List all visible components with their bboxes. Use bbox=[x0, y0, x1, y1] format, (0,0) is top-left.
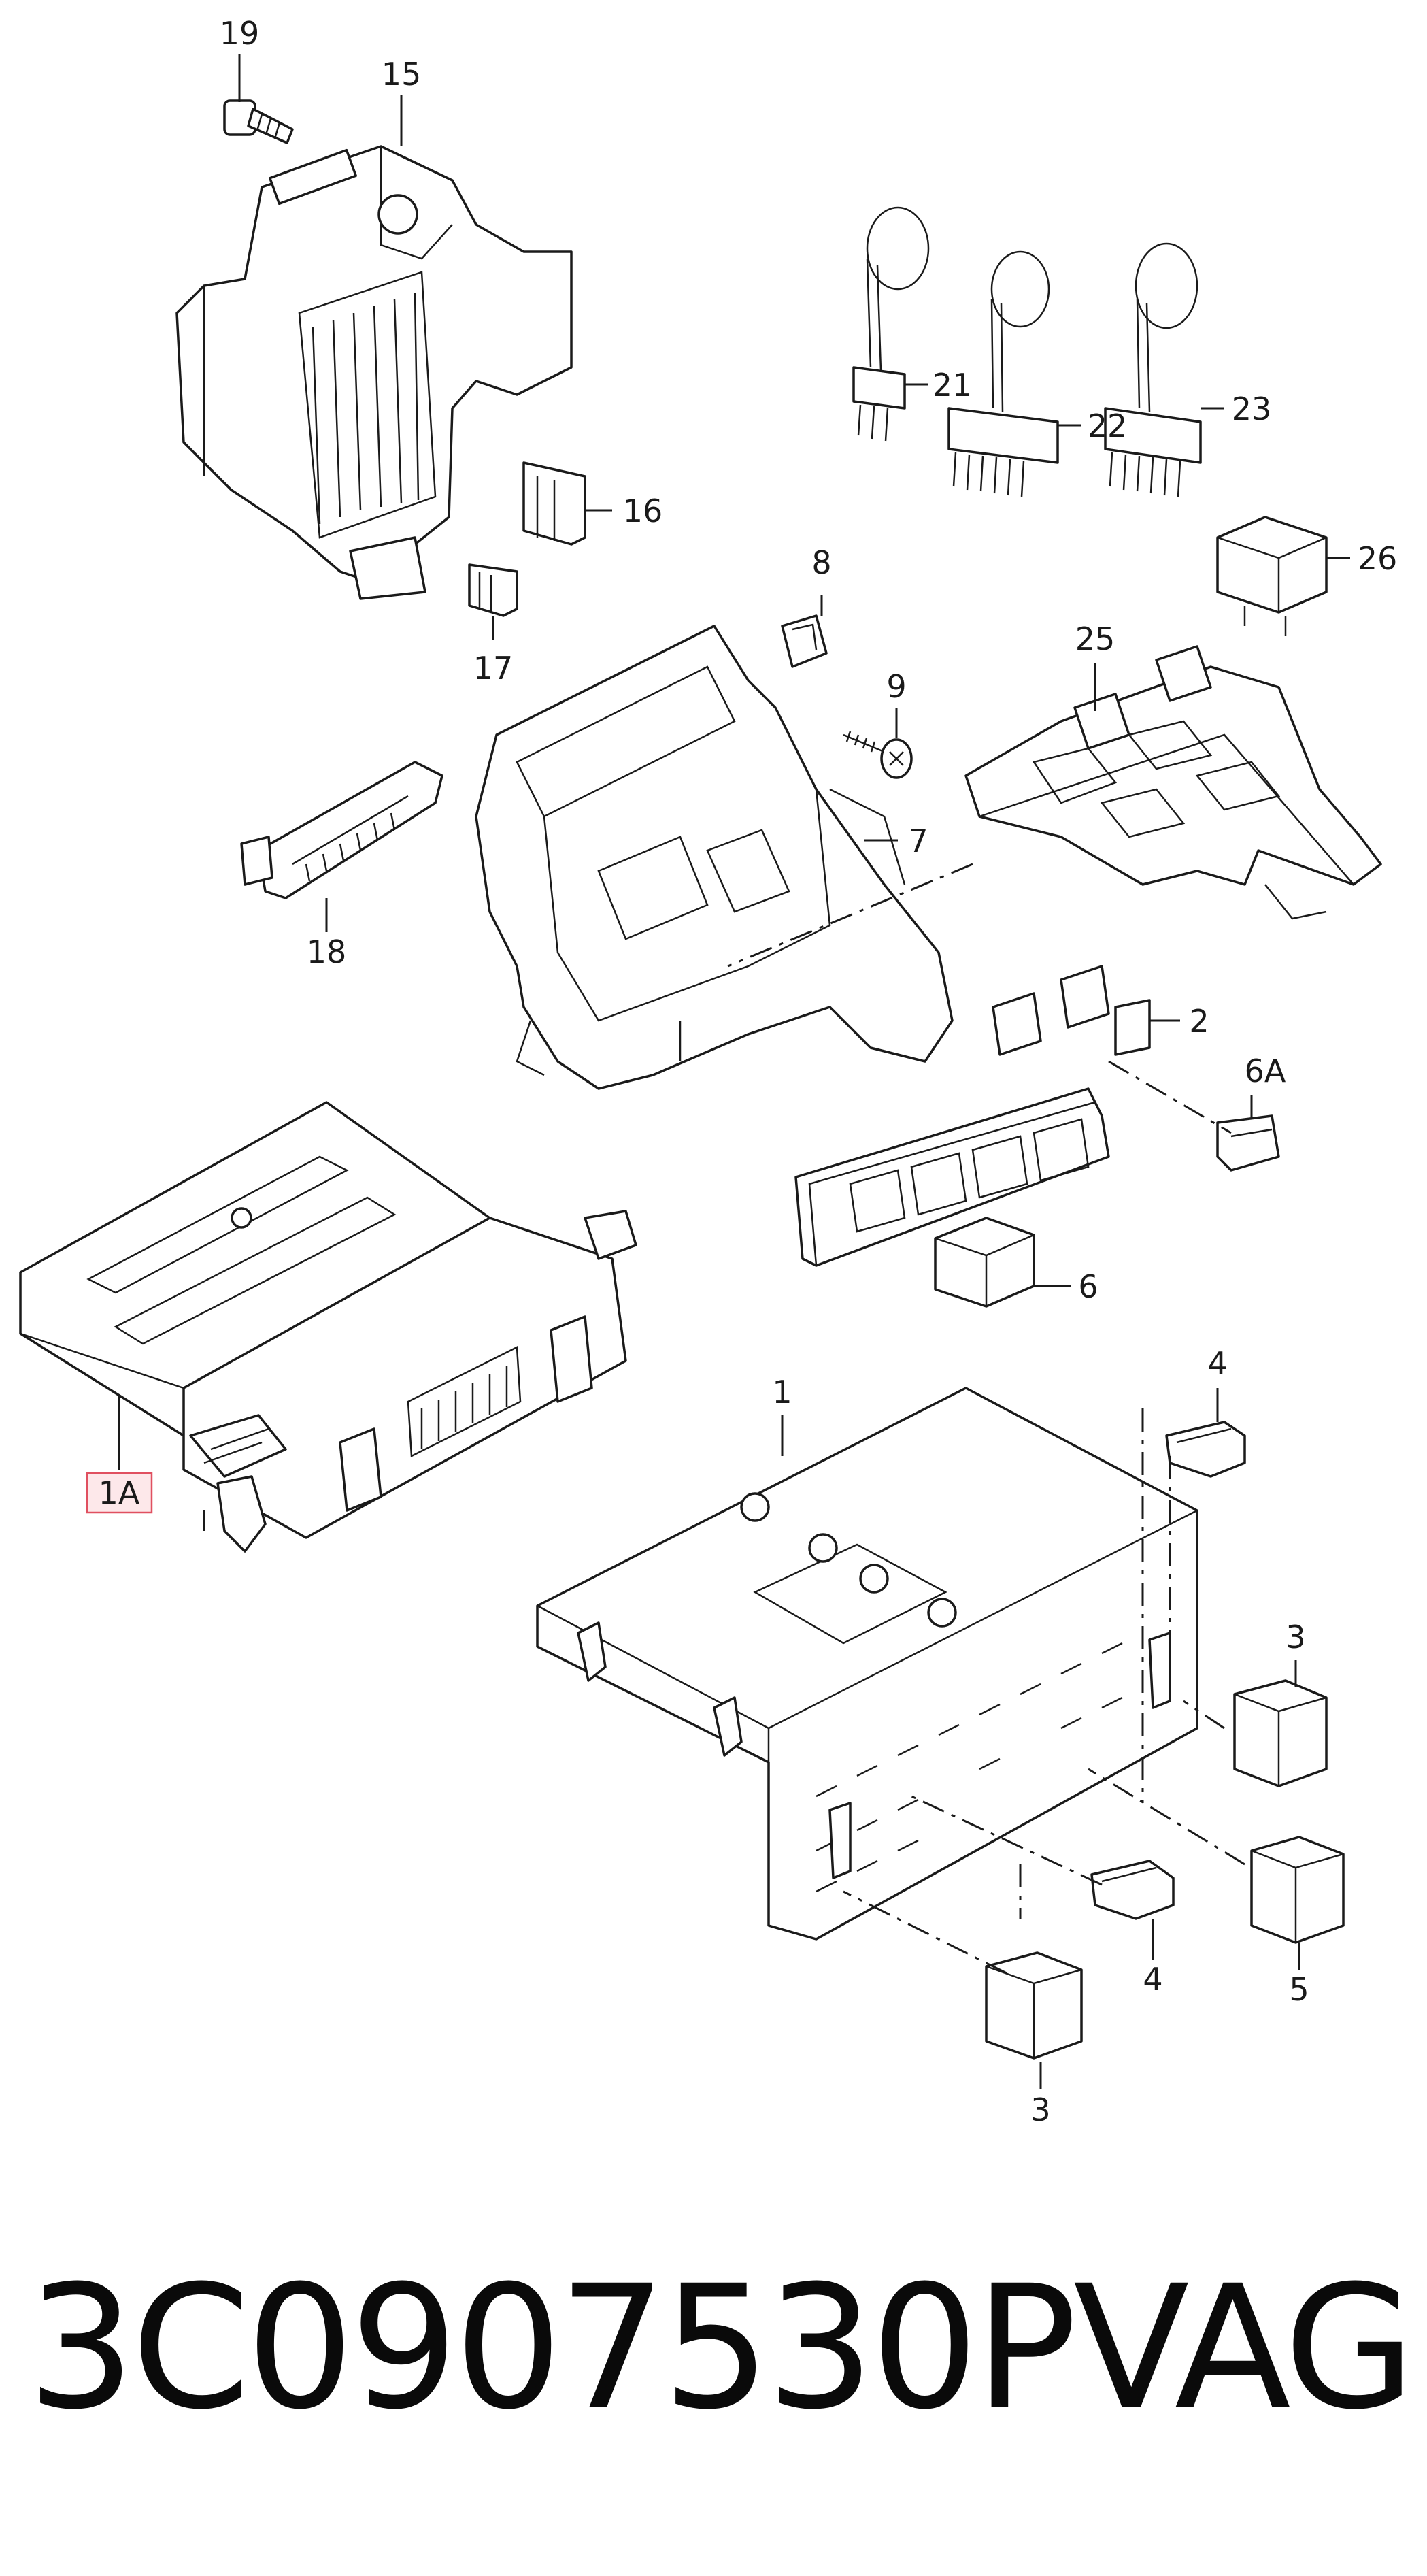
callout-3-bottom: 3 bbox=[1030, 2092, 1050, 2128]
callout-labels: 19 15 16 17 21 22 23 26 8 25 9 7 18 2 6A… bbox=[99, 15, 1398, 2128]
callout-23: 23 bbox=[1232, 391, 1272, 427]
callout-6: 6 bbox=[1078, 1268, 1098, 1305]
part-4-fuse-bottom bbox=[1090, 1860, 1175, 1920]
part-6a-relay bbox=[1216, 1114, 1280, 1172]
part-6-relay bbox=[934, 1217, 1035, 1308]
brand-name: VAG bbox=[1073, 2248, 1415, 2447]
assembly-lines bbox=[727, 863, 1245, 1975]
callout-26: 26 bbox=[1358, 540, 1398, 577]
part-16-fuse bbox=[522, 461, 586, 546]
part-1-relay-box bbox=[536, 1387, 1198, 1941]
part-23-wire-connector bbox=[1104, 242, 1202, 497]
callout-7: 7 bbox=[908, 823, 928, 859]
callout-1a: 1A bbox=[99, 1474, 140, 1511]
part-25-relay-carrier bbox=[964, 645, 1382, 920]
part-26-relay bbox=[1216, 516, 1328, 636]
part-8-clip bbox=[781, 614, 828, 668]
part-3-relay-bottom bbox=[985, 1951, 1083, 2060]
leader-lines bbox=[118, 54, 1350, 2089]
callout-15: 15 bbox=[382, 56, 422, 93]
callout-4-bottom: 4 bbox=[1143, 1961, 1162, 1998]
part-21-wire-connector bbox=[852, 206, 930, 442]
footer-caption: 3C0907530P VAG bbox=[27, 2245, 1415, 2449]
part-18-clip-strip bbox=[240, 761, 443, 899]
callout-6a: 6A bbox=[1245, 1053, 1286, 1089]
part-number: 3C0907530P bbox=[27, 2248, 1077, 2447]
callout-19: 19 bbox=[220, 15, 260, 52]
part-17-fuse bbox=[468, 563, 518, 617]
callout-2: 2 bbox=[1189, 1003, 1209, 1040]
part-2-relay-holder bbox=[794, 965, 1151, 1267]
callout-21: 21 bbox=[933, 367, 973, 403]
part-5-relay bbox=[1250, 1836, 1345, 1944]
callout-4-top: 4 bbox=[1207, 1345, 1227, 1382]
part-3-relay-right bbox=[1233, 1679, 1328, 1787]
callout-22: 22 bbox=[1088, 408, 1128, 444]
callout-1a-highlight bbox=[86, 1472, 153, 1514]
callout-16: 16 bbox=[623, 493, 663, 529]
part-1a-control-unit bbox=[19, 1101, 637, 1553]
callout-8: 8 bbox=[811, 544, 831, 581]
callout-1: 1 bbox=[772, 1374, 792, 1410]
callout-9: 9 bbox=[886, 668, 906, 705]
part-19-bolt bbox=[223, 99, 294, 144]
part-22-wire-connector bbox=[947, 250, 1059, 497]
callout-3-right: 3 bbox=[1286, 1619, 1305, 1655]
part-15-fuse-holder bbox=[175, 145, 573, 600]
part-7-bracket bbox=[475, 625, 954, 1090]
callout-5: 5 bbox=[1289, 1971, 1309, 2008]
part-9-screw bbox=[843, 731, 913, 779]
callout-17: 17 bbox=[473, 650, 514, 687]
callout-25: 25 bbox=[1075, 621, 1115, 657]
callout-18: 18 bbox=[307, 934, 347, 970]
part-4-fuse-top bbox=[1165, 1421, 1246, 1478]
